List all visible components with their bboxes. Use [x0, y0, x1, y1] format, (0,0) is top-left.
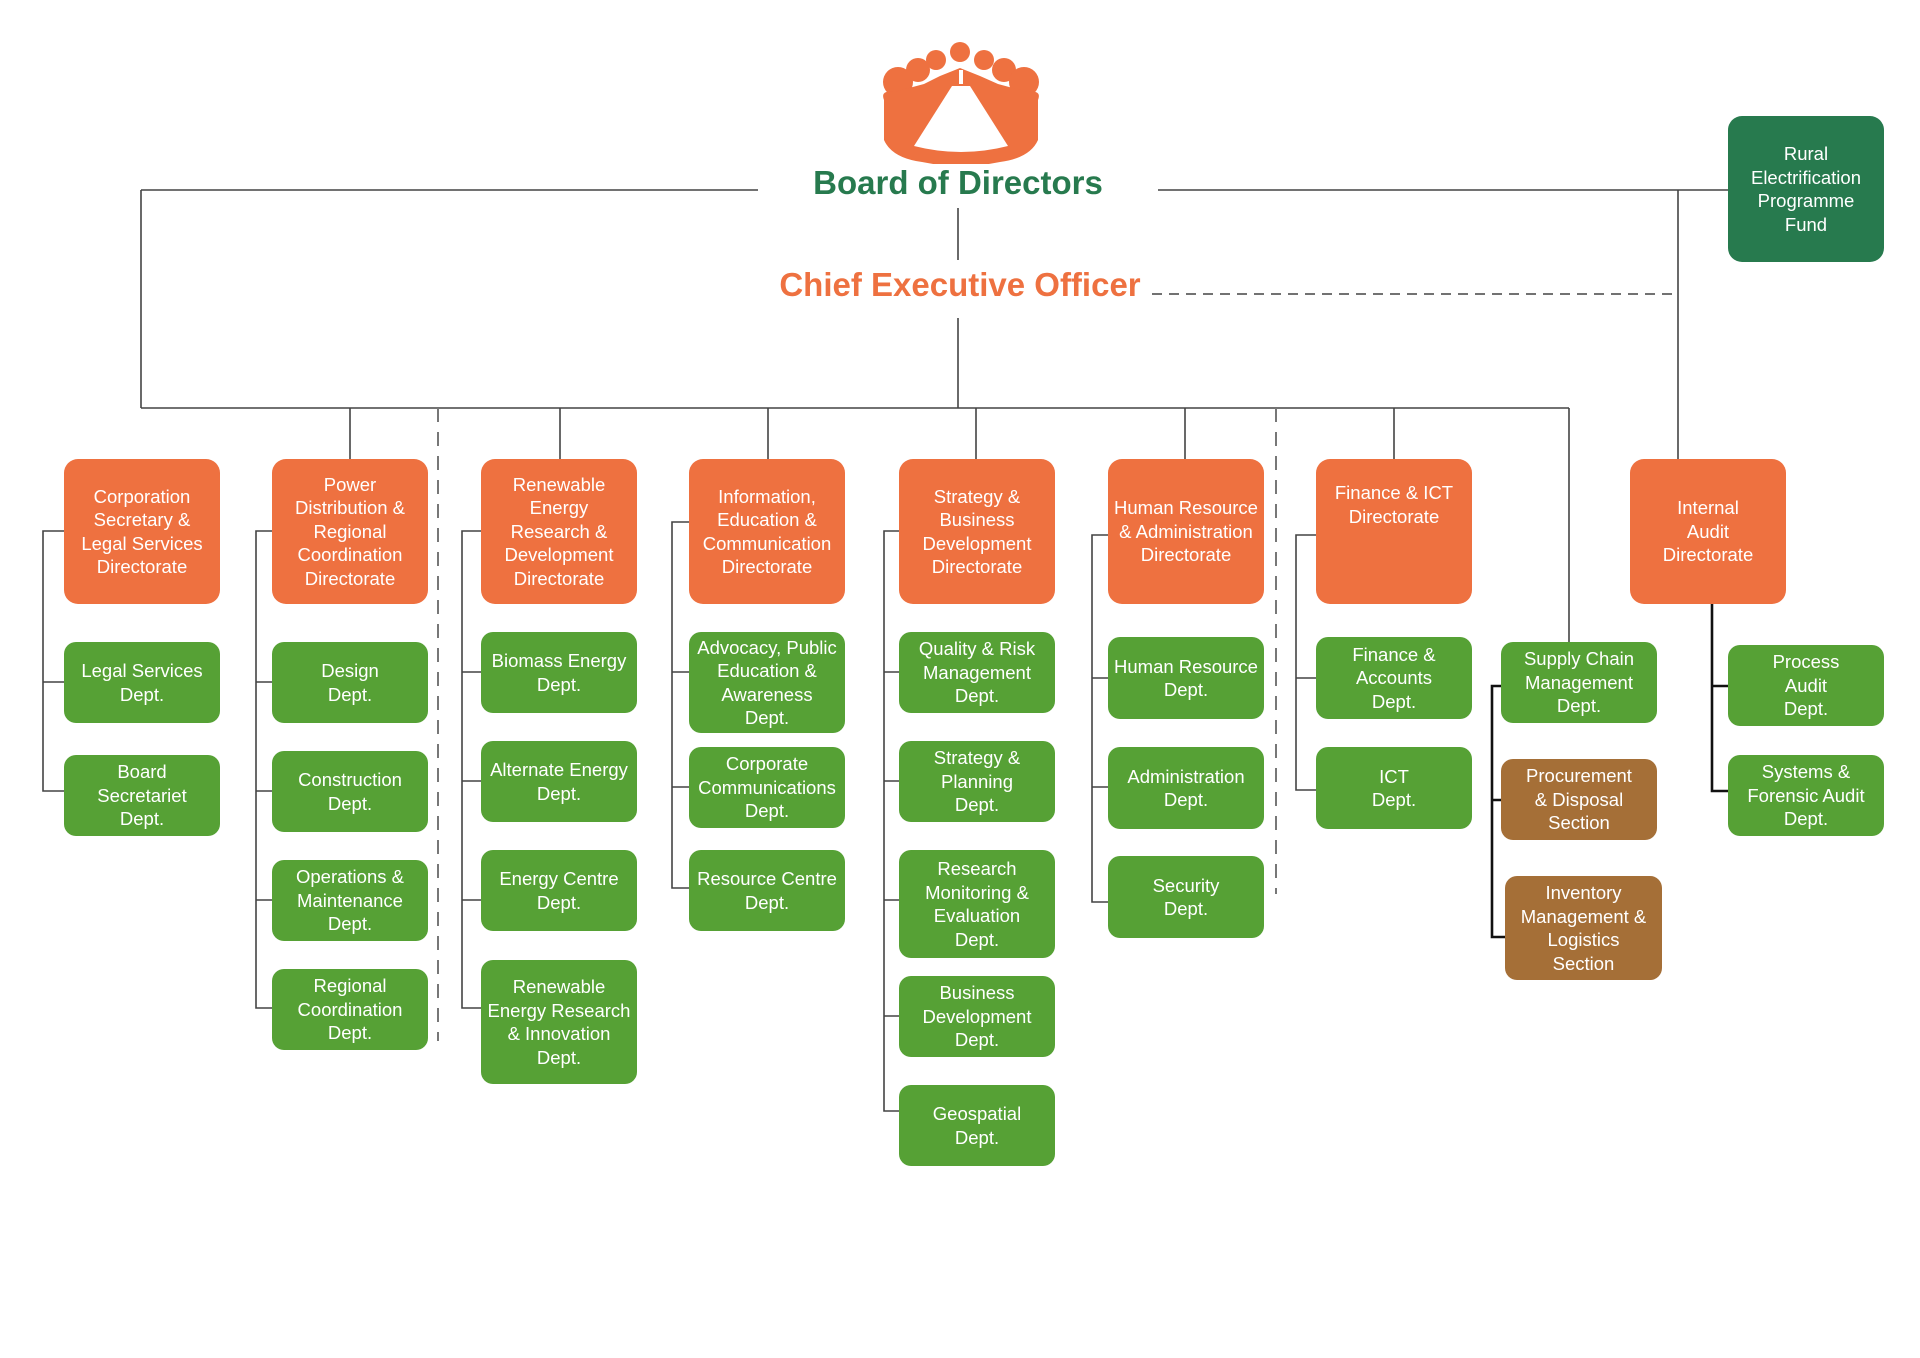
- dept-process-audit[interactable]: Process Audit Dept.: [1728, 645, 1884, 726]
- dept-quality-risk-management[interactable]: Quality & Risk Management Dept.: [899, 632, 1055, 713]
- col1-connector: [42, 530, 64, 792]
- boardroom-meeting-icon: [883, 42, 1039, 166]
- dept-systems-forensic-audit[interactable]: Systems & Forensic Audit Dept.: [1728, 755, 1884, 836]
- directorate-human-resource[interactable]: Human Resource & Administration Director…: [1108, 459, 1264, 604]
- directorate-corporation-secretary-legal[interactable]: Corporation Secretary & Legal Services D…: [64, 459, 220, 604]
- dept-board-secretariet[interactable]: Board Secretariet Dept.: [64, 755, 220, 836]
- dept-supply-chain-management[interactable]: Supply Chain Management Dept.: [1501, 642, 1657, 723]
- dept-renewable-energy-research-innovation[interactable]: Renewable Energy Research & Innovation D…: [481, 960, 637, 1084]
- dept-advocacy-public-education[interactable]: Advocacy, Public Education & Awareness D…: [689, 632, 845, 733]
- directorate-drops: [349, 408, 1395, 459]
- col5-connector: [883, 530, 899, 1112]
- internal-audit-connector: [1710, 604, 1728, 793]
- dept-alternate-energy[interactable]: Alternate Energy Dept.: [481, 741, 637, 822]
- dept-corporate-communications[interactable]: Corporate Communications Dept.: [689, 747, 845, 828]
- dept-human-resource[interactable]: Human Resource Dept.: [1108, 637, 1264, 719]
- dept-strategy-planning[interactable]: Strategy & Planning Dept.: [899, 741, 1055, 822]
- dept-business-development[interactable]: Business Development Dept.: [899, 976, 1055, 1057]
- dept-legal-services[interactable]: Legal Services Dept.: [64, 642, 220, 723]
- dept-operations-maintenance[interactable]: Operations & Maintenance Dept.: [272, 860, 428, 941]
- dept-energy-centre[interactable]: Energy Centre Dept.: [481, 850, 637, 931]
- directorate-power-distribution[interactable]: Power Distribution & Regional Coordinati…: [272, 459, 428, 604]
- col4-connector: [671, 521, 689, 889]
- col7-connector: [1295, 534, 1316, 791]
- dept-geospatial[interactable]: Geospatial Dept.: [899, 1085, 1055, 1166]
- col3-connector: [461, 530, 481, 1009]
- dept-research-monitoring-evaluation[interactable]: Research Monitoring & Evaluation Dept.: [899, 850, 1055, 958]
- directorate-information-education[interactable]: Information, Education & Communication D…: [689, 459, 845, 604]
- dept-design[interactable]: Design Dept.: [272, 642, 428, 723]
- dept-administration[interactable]: Administration Dept.: [1108, 747, 1264, 829]
- supply-chain-connector: [1490, 684, 1505, 939]
- dept-construction[interactable]: Construction Dept.: [272, 751, 428, 832]
- directorate-internal-audit[interactable]: Internal Audit Directorate: [1630, 459, 1786, 604]
- board-of-directors-title: Board of Directors: [758, 164, 1158, 202]
- dept-security[interactable]: Security Dept.: [1108, 856, 1264, 938]
- dept-biomass-energy[interactable]: Biomass Energy Dept.: [481, 632, 637, 713]
- ceo-title: Chief Executive Officer: [770, 266, 1150, 304]
- col6-connector: [1091, 534, 1108, 903]
- directorate-renewable-energy[interactable]: Renewable Energy Research & Development …: [481, 459, 637, 604]
- section-inventory-logistics[interactable]: Inventory Management & Logistics Section: [1505, 876, 1662, 980]
- dept-regional-coordination[interactable]: Regional Coordination Dept.: [272, 969, 428, 1050]
- section-procurement-disposal[interactable]: Procurement & Disposal Section: [1501, 759, 1657, 840]
- dept-ict[interactable]: ICT Dept.: [1316, 747, 1472, 829]
- col2-connector: [255, 530, 272, 1009]
- directorate-strategy-business[interactable]: Strategy & Business Development Director…: [899, 459, 1055, 604]
- dept-resource-centre[interactable]: Resource Centre Dept.: [689, 850, 845, 931]
- directorate-finance-ict[interactable]: Finance & ICT Directorate: [1316, 459, 1472, 604]
- rural-electrification-fund-box[interactable]: Rural Electrification Programme Fund: [1728, 116, 1884, 262]
- dept-finance-accounts[interactable]: Finance & Accounts Dept.: [1316, 637, 1472, 719]
